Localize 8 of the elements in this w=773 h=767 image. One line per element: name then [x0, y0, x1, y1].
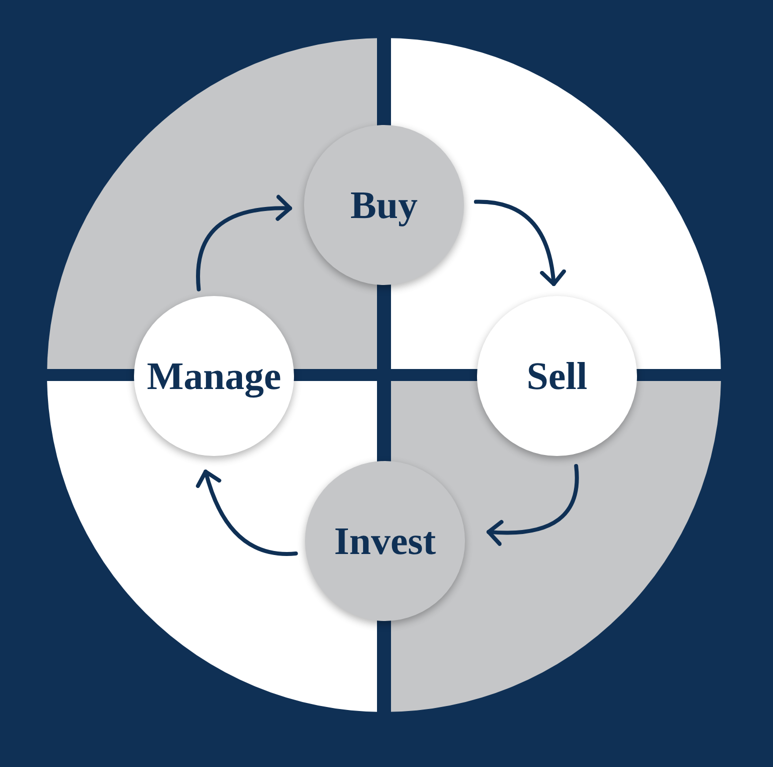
curved-arrow [196, 195, 292, 292]
step-label: Manage [146, 354, 282, 398]
step-label: Buy [350, 182, 418, 228]
curved-arrow [474, 200, 566, 286]
step-label: Invest [334, 518, 436, 564]
step-label: Sell [526, 354, 588, 398]
curved-arrow [486, 464, 579, 546]
curved-arrow [196, 470, 298, 556]
